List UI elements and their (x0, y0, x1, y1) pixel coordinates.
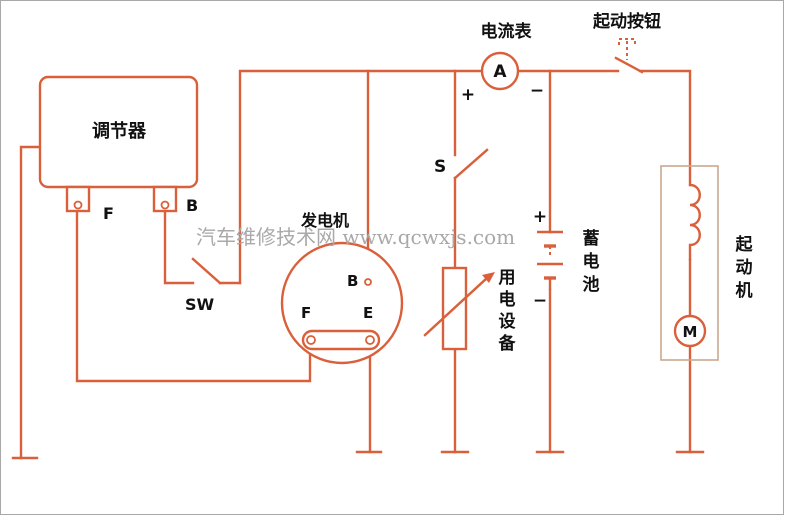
regulator-terminal-f (65, 185, 91, 213)
battery-minus: − (533, 291, 547, 311)
switch-s-label: S (434, 157, 446, 177)
regulator-ground-wire (19, 145, 42, 460)
starter-motor-circle (673, 314, 707, 348)
watermark-text: 汽车维修技术网 www.qcwxjs.com (196, 225, 515, 249)
ammeter-symbol: A (493, 62, 507, 82)
field-wire (75, 208, 312, 383)
load-variable-arrow-head (482, 272, 495, 283)
battery-plus: + (533, 207, 547, 227)
regulator-terminal-f-dot (73, 200, 83, 210)
regulator-box (38, 75, 199, 189)
battery-label-3: 池 (583, 274, 600, 295)
ammeter-circle (480, 51, 520, 91)
regulator-b-wire (163, 208, 195, 285)
start-button: 起动按钮 (592, 11, 661, 74)
starter-housing (660, 165, 719, 361)
switch-s-blade (453, 148, 489, 180)
starter-label-2: 动 (736, 258, 753, 278)
regulator-b-label: B (186, 196, 198, 215)
ammeter-minus: − (530, 81, 544, 101)
regulator-terminal-b-dot (160, 200, 170, 210)
generator: 发电机 B F E (280, 211, 404, 365)
switch-sw-label: SW (185, 295, 215, 314)
starter-coil (688, 183, 701, 262)
ammeter-label: 电流表 (481, 21, 533, 42)
load-label-1: 用 (499, 268, 516, 288)
generator-e-label: E (363, 304, 373, 322)
starter-label-1: 起 (735, 234, 754, 255)
start-button-label: 起动按钮 (592, 11, 661, 32)
load-label-3: 设 (499, 312, 516, 332)
generator-label: 发电机 (300, 211, 349, 230)
starter-label-3: 机 (736, 280, 753, 301)
generator-terminal-b-dot (364, 278, 372, 286)
load-label-2: 电 (499, 289, 516, 310)
button-to-starter-wire (638, 69, 692, 187)
regulator-label: 调节器 (92, 121, 147, 142)
top-bus-wire (238, 69, 484, 285)
load-label-4: 备 (498, 333, 517, 354)
generator-f-label: F (301, 304, 311, 322)
battery-label-2: 电 (583, 251, 600, 272)
load-device: 用 电 设 备 (423, 266, 517, 354)
regulator: 调节器 F B (38, 75, 199, 223)
starter-motor-symbol: M (683, 323, 698, 341)
start-button-contact (614, 56, 644, 74)
load-variable-arrow-line (423, 276, 489, 337)
regulator-f-label: F (103, 204, 114, 223)
regulator-terminal-b (152, 185, 178, 213)
battery-label-1: 蓄 (583, 228, 600, 249)
generator-terminal-f-dot (306, 335, 316, 345)
generator-terminal-e-dot (365, 335, 375, 345)
generator-field-bar (301, 329, 381, 351)
ammeter-plus: + (461, 85, 475, 105)
wiring (11, 69, 705, 460)
start-button-cap (618, 38, 636, 45)
sw-blade (191, 257, 222, 285)
starter: M 起 动 机 (660, 165, 754, 361)
battery: + − 蓄 电 池 (533, 207, 600, 311)
ammeter: A 电流表 + − (461, 21, 544, 105)
generator-b-label: B (347, 272, 358, 290)
